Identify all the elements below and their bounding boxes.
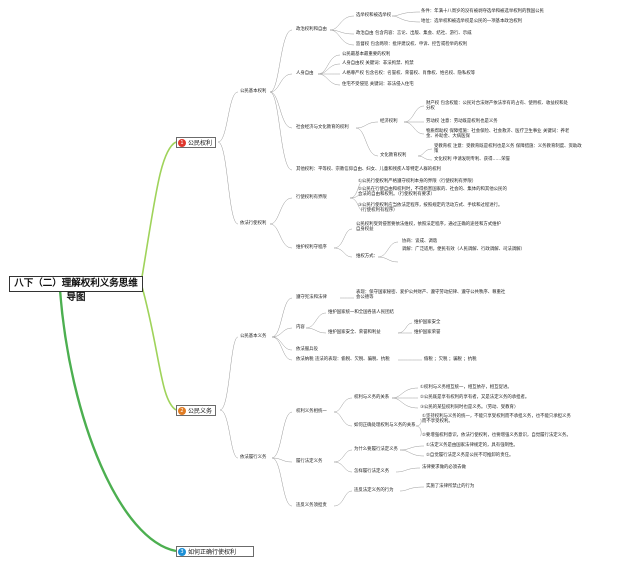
node-culture-education-rights: 文化教育权利 bbox=[380, 153, 407, 158]
node-security: 维护国家安全、荣誉和利益 bbox=[328, 330, 381, 335]
node-basic-duties: 公民基本义务 bbox=[240, 334, 267, 339]
node-handle-relationship: 如何正确处理权利与义务的关系 bbox=[354, 423, 416, 428]
node-property-right: 财产权 包含权能：公民对合法财产依法享有的占有、使用权、收益权和处分权 bbox=[426, 101, 568, 112]
node-security-1: 维护国家安全 bbox=[414, 320, 441, 325]
node-handle-1: ①坚持权利与义务的统一，不能只享受权利而不承担义务，也不能只承担义务而不享受权利… bbox=[422, 414, 571, 425]
connector-root-b2 bbox=[140, 282, 177, 411]
node-why-fulfill: 为什么要履行法定义务 bbox=[354, 447, 398, 452]
branch-rights-title: 公民权利 bbox=[188, 140, 213, 147]
node-how-fulfill: 怎样履行法定义务 bbox=[354, 469, 390, 474]
number-badge-3: 3 bbox=[178, 548, 186, 556]
node-culture-right: 文化权利 申请发明专利、获得……荣誉 bbox=[434, 157, 511, 162]
node-education-right: 受教育权 注意：受教育既是权利也是义务 保障措施：义务教育制度、资助政策 bbox=[434, 144, 582, 155]
branch-exercise-title: 如何正确行使权利 bbox=[188, 549, 237, 556]
node-mediation: 调解：广泛适用，便民有效（人民调解、行政调解、司法调解） bbox=[402, 247, 525, 252]
node-relationship-3: ③公民的某些权利同时也是义务。（劳动、受教育） bbox=[420, 405, 519, 410]
node-exercise-rights: 依法行使权利 bbox=[240, 221, 267, 226]
node-pay-taxes: 依法纳税 违法的表现：偷税、欠税、骗税、抗税 bbox=[296, 357, 390, 362]
node-relationship-1: ①权利与义务相互统一，相互依存，相互促进。 bbox=[420, 385, 512, 390]
node-violation-head: 违反法定义务的行为 bbox=[354, 488, 394, 493]
node-security-2: 维护国家荣誉 bbox=[414, 330, 441, 335]
node-violation: 违反义务须担责 bbox=[296, 503, 327, 508]
tree-lines bbox=[217, 11, 433, 507]
branch-duties-title: 公民义务 bbox=[188, 408, 213, 415]
node-military-service: 依法服兵役 bbox=[296, 347, 318, 352]
node-personal-freedom-head: 公民最基本最重要的权利 bbox=[342, 52, 391, 57]
node-negotiation: 协商：谈成、调谐 bbox=[402, 239, 438, 244]
node-election-right: 选举权和被选举权 bbox=[356, 13, 392, 18]
node-how-1: 法律要求做的必须去做 bbox=[422, 465, 466, 470]
node-rights-limits: 行使权利有界限 bbox=[296, 195, 327, 200]
node-material-aid-right: 物质帮助权 保障措施：社会保险、社会救济、医疗卫生事业 关键词：养老金、补助金、… bbox=[426, 129, 570, 140]
connector-root-b1 bbox=[140, 141, 177, 284]
node-labor-right: 劳动权 注意：劳动既是权利也是义务 bbox=[426, 119, 498, 124]
node-handle-2: ②要增强权利意识，依法行使权利，也要增强义务意识，自觉履行法定义务。 bbox=[422, 433, 571, 438]
node-unity: 维护国家统一和全国各族人民团结 bbox=[328, 310, 394, 315]
node-obey-law: 遵守宪法和法律 bbox=[296, 295, 327, 300]
node-protect-rights: 维护权利守程序 bbox=[296, 245, 327, 250]
node-personal-freedom-1: 人身自由权 关键词：非法拘禁、拘禁 bbox=[342, 61, 414, 66]
node-basic-rights: 公民基本权利 bbox=[240, 89, 267, 94]
node-political-rights: 政治权利和自由 bbox=[296, 27, 327, 32]
node-fulfill-duties: 履行法定义务 bbox=[296, 459, 323, 464]
node-election-status: 地位：选举权和被选举权是公民的一项基本政治权利 bbox=[421, 19, 522, 24]
node-unity-rights-duties: 权利义务相统一 bbox=[296, 409, 327, 414]
node-other-rights: 其他权利：平等权、宗教信仰自由、妇女、儿童和残疾人等特定人群的权利 bbox=[296, 167, 441, 172]
node-personal-freedom-2: 人格尊严权 包含名权：名誉权、荣誉权、肖像权、姓名权、隐私权等 bbox=[342, 71, 476, 76]
node-limit-3: ③公民行使权利应当依法定程序，按照规定的活动方式、手续和过程进行。（行使权利有程… bbox=[358, 203, 503, 214]
node-personal-freedom: 人身自由 bbox=[296, 71, 314, 76]
root-node: 八下（二）理解权利义务思维导图 bbox=[9, 276, 143, 303]
node-violation-1: 实施了法律所禁止的行为 bbox=[426, 484, 475, 489]
node-social-rights: 社会经济与文化教育的权利 bbox=[296, 125, 349, 130]
node-supervision-right: 监督权 包含两项：批评建议权、申诉、控告或检举的权利 bbox=[356, 42, 468, 47]
node-why-2: ②自觉履行法定义务是公民不可推卸的责任。 bbox=[426, 453, 514, 458]
connector-root-b3 bbox=[58, 289, 177, 553]
node-protect-methods: 维权方式： bbox=[356, 254, 378, 259]
node-economic-rights: 经济权利 bbox=[380, 119, 398, 124]
node-relationship: 权利与义务的关系 bbox=[354, 395, 390, 400]
node-protect-head: 公民权利受到侵害要依法维权，依照法定程序，通过正确的途径和方式维护自身权益 bbox=[356, 222, 501, 233]
node-why-1: ①法定义务是由国家法律规定的，具有强制性。 bbox=[426, 443, 518, 448]
node-obey-law-detail: 表现：保守国家秘密、爱护公共财产、遵守劳动纪律、遵守公共秩序、尊重社会公德等 bbox=[356, 290, 506, 301]
node-limit-2: ②公民在行使自由和权利时，不得损害国家的、社会的、集体的和其他公民的合法的自由和… bbox=[358, 187, 507, 198]
node-personal-freedom-3: 住宅不受侵犯 关键词：非法侵入住宅 bbox=[342, 82, 414, 87]
node-political-freedom: 政治自由 包含内容：言论、出版、集会、结社、游行、示威 bbox=[356, 31, 472, 36]
number-badge-2: 2 bbox=[178, 407, 186, 415]
node-content: 内容 bbox=[296, 325, 305, 330]
branch-connectors bbox=[58, 141, 177, 553]
node-perform-duties: 依法履行义务 bbox=[240, 455, 267, 460]
node-relationship-2: ②公民既是享有权利的享有者，又是法定义务的承担者。 bbox=[420, 395, 530, 400]
node-election-condition: 条件：年满十八周岁的没有被剥夺选举和被选举权利的我国公民 bbox=[421, 9, 544, 14]
node-tax-evasion: 偷税 ；欠税 ；骗税 ；抗税 bbox=[424, 357, 477, 362]
node-limit-1: ①公民行使权利严格遵守权利本身的界限（行使权利有界限） bbox=[358, 179, 477, 184]
number-badge-1: 1 bbox=[178, 139, 186, 147]
